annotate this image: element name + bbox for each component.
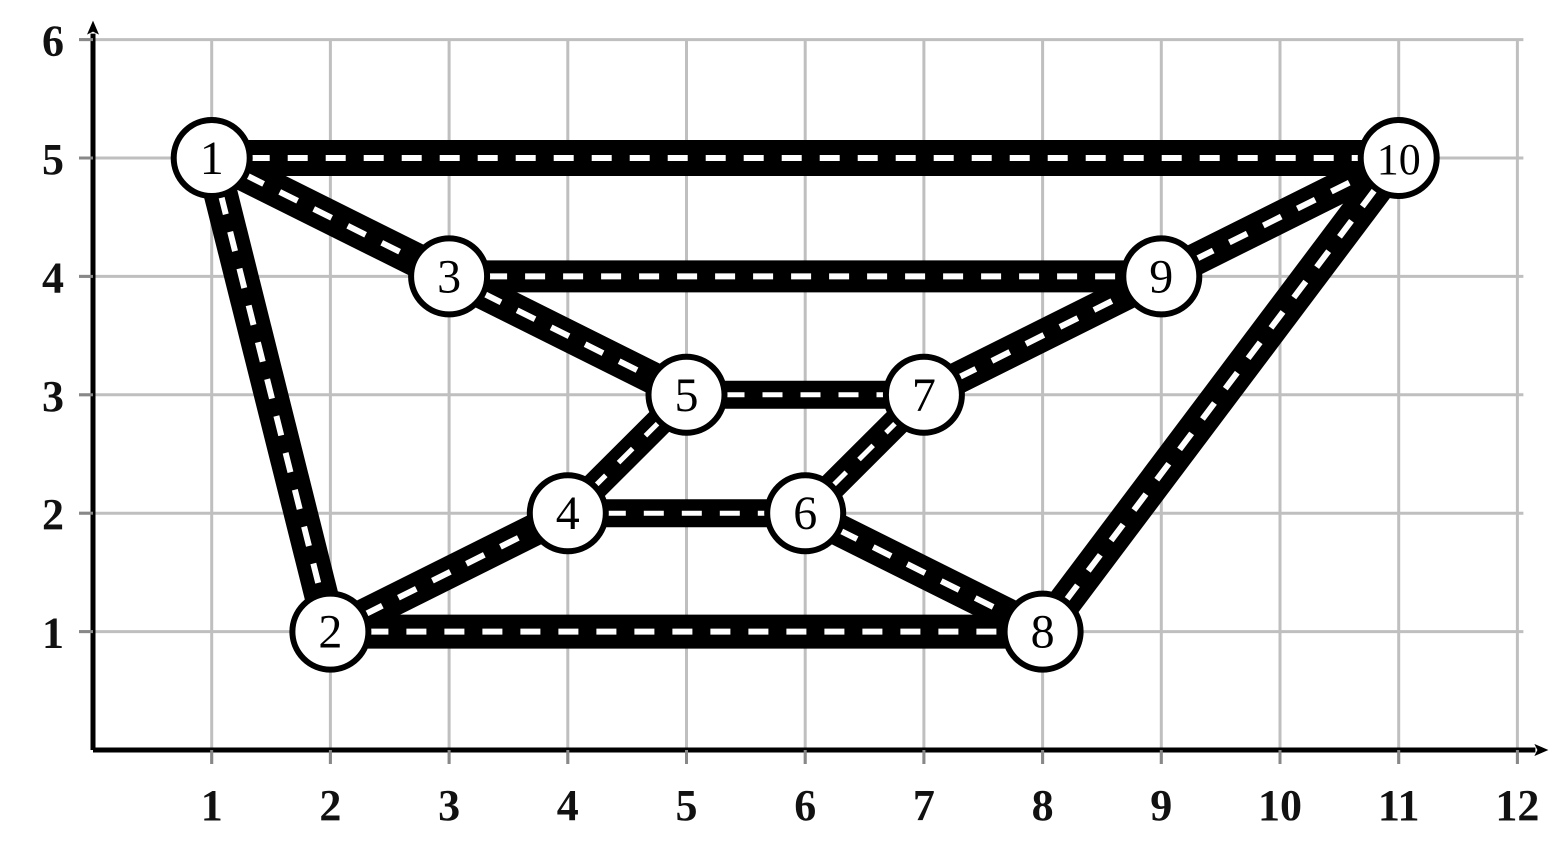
graph-node-circle[interactable] xyxy=(526,472,609,555)
x-axis-tick-label: 1 xyxy=(201,781,223,830)
graph-node-circle[interactable] xyxy=(645,353,728,436)
graph-node-circle[interactable] xyxy=(1120,235,1203,318)
graph-edge-center-dashes xyxy=(208,155,1402,635)
graph-edge-dash xyxy=(210,155,451,280)
graph-node-circle[interactable] xyxy=(882,353,965,436)
y-axis-tick-label: 4 xyxy=(42,253,64,302)
x-axis-tick-label: 7 xyxy=(913,781,935,830)
y-axis-tick-labels: 1 2 3 4 5 6 xyxy=(42,17,64,658)
x-axis-tick-label: 8 xyxy=(1032,781,1054,830)
y-axis-tick-label: 6 xyxy=(42,17,64,66)
x-axis-tick-label: 3 xyxy=(438,781,460,830)
graph-node-label: 9 xyxy=(1149,250,1173,303)
graph-node[interactable]: 6 xyxy=(764,472,847,555)
graph-node-circle[interactable] xyxy=(1001,590,1084,673)
graph-node-label: 3 xyxy=(437,250,461,303)
graph-edge-dash xyxy=(922,273,1163,398)
graph-node-circle[interactable] xyxy=(289,590,372,673)
graph-node-circle[interactable] xyxy=(764,472,847,555)
graph-node[interactable]: 10 xyxy=(1357,117,1440,199)
graph-node[interactable]: 9 xyxy=(1120,235,1203,318)
graph-edge xyxy=(1029,147,1413,642)
graph-node-label: 8 xyxy=(1031,606,1055,659)
graph-node[interactable]: 4 xyxy=(526,472,609,555)
graph-node-label: 4 xyxy=(556,487,580,540)
graph-node-label: 1 xyxy=(200,132,224,185)
x-axis-tick-label: 4 xyxy=(557,781,579,830)
x-axis-tick-label: 2 xyxy=(319,781,341,830)
x-axis-tick-label: 9 xyxy=(1150,781,1172,830)
x-axis-tick-label: 5 xyxy=(676,781,698,830)
graph-node[interactable]: 1 xyxy=(170,117,253,199)
graph-node-label: 2 xyxy=(318,606,342,659)
graph-node[interactable]: 2 xyxy=(289,590,372,673)
graph-node-circle[interactable] xyxy=(170,117,253,199)
graph-edge-dash xyxy=(208,157,334,633)
graph-node-label: 7 xyxy=(912,369,936,422)
graph-node-circle[interactable] xyxy=(1357,117,1440,199)
graph-edge-dash xyxy=(447,273,688,398)
graph-edge-dash xyxy=(803,393,926,515)
graph-node[interactable]: 5 xyxy=(645,353,728,436)
graph-node-label: 5 xyxy=(675,369,699,422)
x-axis-tick-label: 6 xyxy=(794,781,816,830)
graph-node-label: 10 xyxy=(1377,135,1421,184)
y-axis-tick-label: 3 xyxy=(42,372,64,421)
y-axis-tick-label: 5 xyxy=(42,135,64,184)
graph-node-circle[interactable] xyxy=(408,235,491,318)
graph-node-label: 6 xyxy=(793,487,817,540)
graph-node[interactable]: 8 xyxy=(1001,590,1084,673)
graph-node[interactable]: 3 xyxy=(408,235,491,318)
x-axis-tick-label: 10 xyxy=(1258,781,1302,830)
graph-edge-dash xyxy=(803,510,1044,635)
graph-node[interactable]: 7 xyxy=(882,353,965,436)
x-axis-tick-label: 11 xyxy=(1378,781,1420,830)
y-axis-tick-label: 2 xyxy=(42,490,64,539)
x-axis-tick-label: 12 xyxy=(1495,781,1539,830)
graph-edge-dash xyxy=(566,393,689,515)
axis-tick-marks xyxy=(79,38,1519,764)
graph-edge-dash xyxy=(1159,155,1401,280)
graph-nodes: 1 2 3 4 5 6 7 8 9 10 xyxy=(170,117,1440,673)
y-axis-tick-label: 1 xyxy=(42,609,64,658)
graph-edge-dash xyxy=(329,510,570,635)
